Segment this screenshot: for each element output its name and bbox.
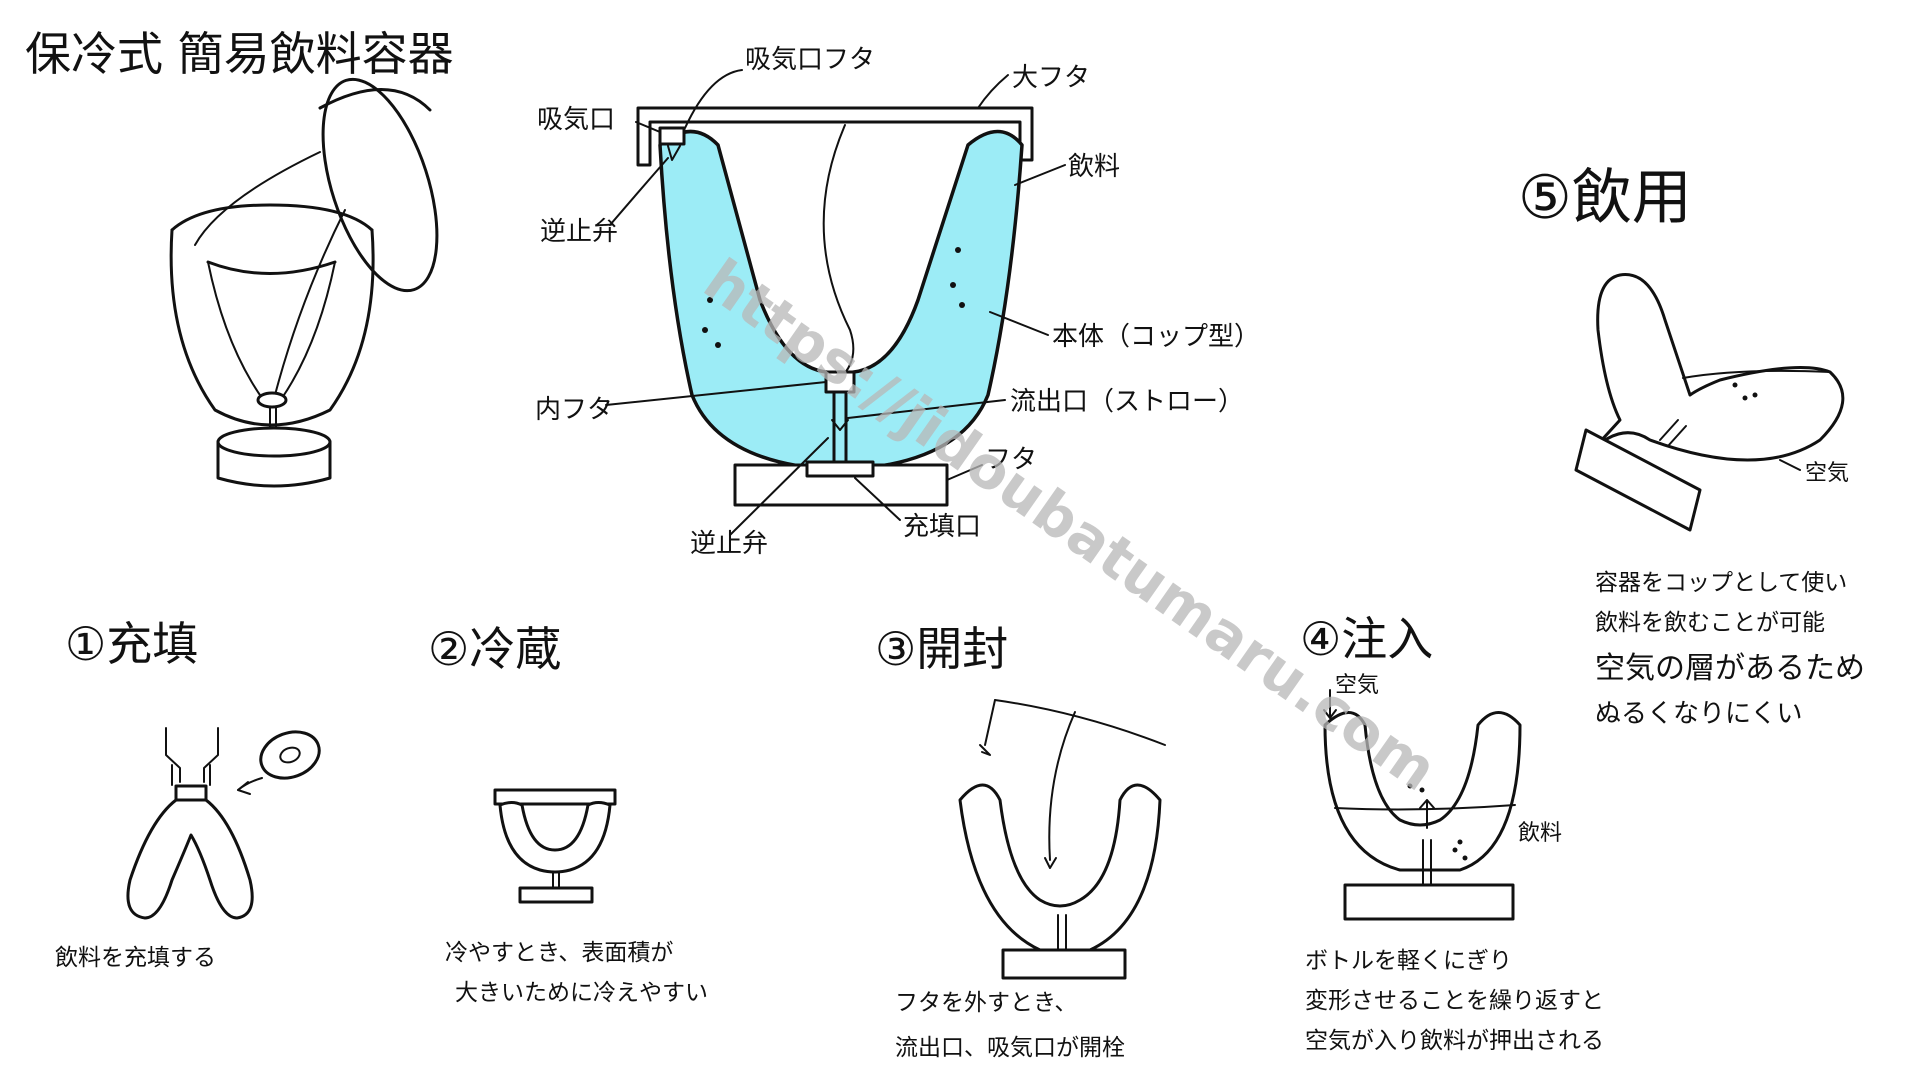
step-5-label: ⑤飲用 bbox=[1518, 163, 1692, 233]
label-large-cap: 大フタ bbox=[1012, 63, 1090, 93]
label-cap: フタ bbox=[985, 445, 1037, 475]
label-drink: 飲料 bbox=[1068, 152, 1120, 182]
step-5-note-line-1: 容器をコップとして使い bbox=[1595, 570, 1847, 596]
large-cap bbox=[636, 106, 1034, 167]
label-check-valve-top: 逆止弁 bbox=[540, 217, 618, 247]
step-3-note-line-2: 流出口、吸気口が開栓 bbox=[895, 1035, 1125, 1061]
step-5-note-line-4: ぬるくなりにくい bbox=[1595, 699, 1802, 729]
label-inner-cap: 内フタ bbox=[535, 395, 613, 425]
step-5-drawing bbox=[1574, 273, 1845, 532]
fill-port bbox=[805, 460, 875, 478]
step-3-note-line-1: フタを外すとき、 bbox=[895, 990, 1077, 1016]
label-outlet-straw: 流出口（ストロー） bbox=[1010, 387, 1244, 417]
container-perspective-sketch bbox=[169, 77, 439, 488]
step-5-air-label: 空気 bbox=[1805, 461, 1849, 486]
step-4-label: ④注入 bbox=[1300, 612, 1433, 666]
step-3-drawing bbox=[958, 699, 1166, 980]
step-1-drawing bbox=[126, 727, 321, 920]
step-1-note-line-1: 飲料を充填する bbox=[55, 945, 216, 971]
label-check-valve-bottom: 逆止弁 bbox=[690, 529, 768, 559]
step-2-note-line-2: 大きいために冷えやすい bbox=[455, 980, 708, 1006]
step-4-drawing bbox=[1323, 689, 1522, 921]
label-air-inlet-cap: 吸気口フタ bbox=[745, 45, 875, 75]
step-2-drawing bbox=[493, 788, 617, 904]
step-2-label: ②冷蔵 bbox=[428, 622, 561, 676]
body-liquid bbox=[658, 129, 1024, 472]
page-title: 保冷式 簡易飲料容器 bbox=[25, 27, 454, 81]
step-4-note-line-3: 空気が入り飲料が押出される bbox=[1305, 1028, 1604, 1054]
step-4-air-label: 空気 bbox=[1335, 673, 1379, 698]
label-fill-port: 充填口 bbox=[903, 512, 981, 542]
step-4-note-line-1: ボトルを軽くにぎり bbox=[1305, 948, 1512, 974]
label-body-cup: 本体（コップ型） bbox=[1052, 322, 1260, 352]
step-5-note-line-2: 飲料を飲むことが可能 bbox=[1595, 610, 1825, 636]
step-5-note-line-3: 空気の層があるため bbox=[1595, 651, 1865, 686]
step-4-drink-label: 飲料 bbox=[1518, 821, 1562, 846]
step-4-note-line-2: 変形させることを繰り返すと bbox=[1305, 988, 1604, 1014]
step-2-note-line-1: 冷やすとき、表面積が bbox=[445, 940, 673, 966]
step-1-label: ①充填 bbox=[65, 617, 198, 671]
leader-lines bbox=[605, 69, 1066, 536]
step-3-label: ③開封 bbox=[875, 622, 1008, 676]
label-air-inlet: 吸気口 bbox=[537, 105, 615, 135]
